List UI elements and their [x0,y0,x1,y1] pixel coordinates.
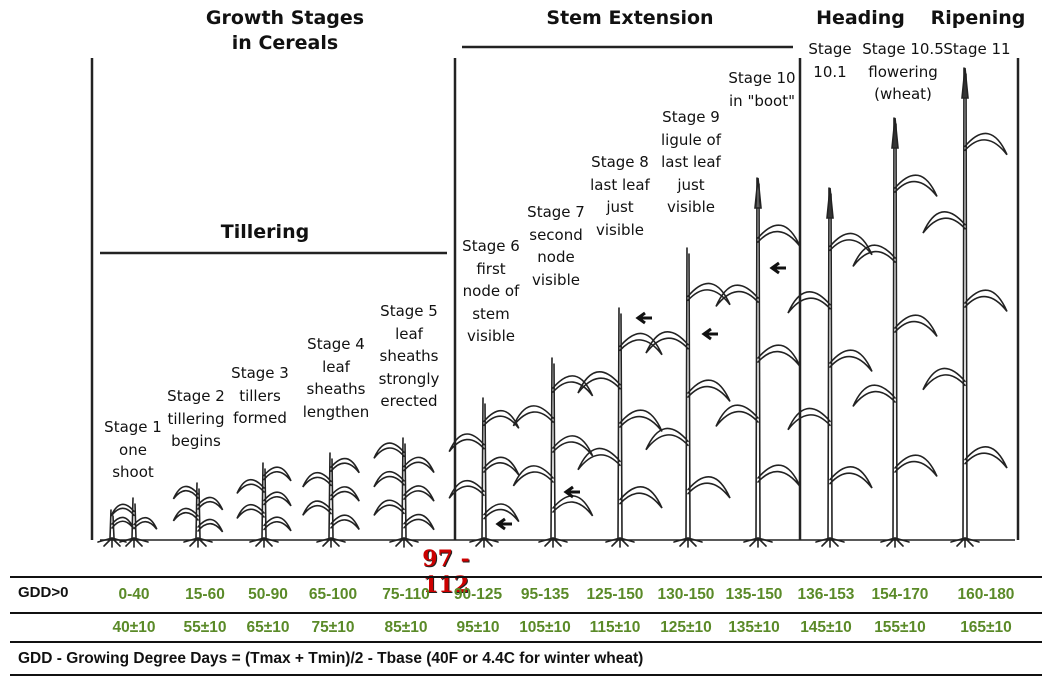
gdd-range-cell-7: 95-135 [520,586,570,603]
gdd-range-cell-1: 0-40 [118,586,150,603]
plant-drawing [302,452,360,548]
table-middle-rule [10,612,1042,614]
gdd-mean-cell-3: 65±10 [246,619,290,636]
header-tillering: Tillering [220,221,310,243]
gdd-range-cell-3: 50-90 [248,586,288,603]
gdd-range-cell-6: 90-125 [453,586,503,603]
stage-10-1-label: Stage 10.1 [808,40,852,81]
gdd-range-cell-8: 125-150 [586,586,644,603]
gdd-mean-cell-1: 40±10 [112,619,156,636]
stage-2-label: Stage 2 tillering begins [167,387,225,450]
gdd-mean-cell-9: 125±10 [660,619,712,636]
gdd-range-cell-12: 154-170 [871,586,929,603]
plant-drawing [97,509,135,548]
plant-drawing [236,462,292,548]
node-arrow [495,517,512,531]
stage-9-label: Stage 9 ligule of last leaf just visible [661,108,721,216]
gdd-mean-cell-8: 115±10 [589,619,641,636]
gdd-mean-cell-12: 155±10 [874,619,926,636]
stage-6-label: Stage 6 first node of stem visible [462,237,520,345]
stage-11-label: Stage 11 [943,40,1011,58]
gdd-mean-cell-5: 85±10 [384,619,428,636]
gdd-range-cell-2: 15-60 [185,586,225,603]
plant-drawing [645,247,731,548]
stage-10-label: Stage 10 in "boot" [728,69,796,110]
stage-1-label: Stage 1 one shoot [104,418,162,481]
stage-8-label: Stage 8 last leaf just visible [590,153,650,239]
gdd-row-label: GDD>0 [18,584,69,601]
gdd-mean-cell-13: 165±10 [960,619,1012,636]
gdd-mean-cell-11: 145±10 [800,619,852,636]
header-stem-extension: Stem Extension [546,7,714,29]
table-top-rule [10,576,1042,578]
gdd-range-cell-11: 136-153 [797,586,855,603]
gdd-mean-cell-2: 55±10 [183,619,227,636]
gdd-mean-cell-10: 135±10 [728,619,780,636]
gdd-range-cell-13: 160-180 [957,586,1015,603]
gdd-range-cell-9: 130-150 [657,586,715,603]
plant-drawing [922,67,1008,548]
node-arrow [563,485,580,499]
plant-drawing [715,177,801,548]
table-bottom-rule [10,674,1042,676]
gdd-mean-cell-4: 75±10 [311,619,355,636]
stage-10-5-label: Stage 10.5 flowering (wheat) [862,40,944,103]
table-lower-rule [10,641,1042,643]
gdd-mean-cell-7: 105±10 [519,619,571,636]
node-arrow [635,311,652,325]
gdd-footnote: GDD - Growing Degree Days = (Tmax + Tmin… [18,650,644,667]
plant-drawing [512,357,594,548]
node-arrow [769,261,786,275]
plant-drawing [577,307,663,548]
growth-stage-illustration [90,45,1020,548]
plant-drawing [787,187,873,548]
gdd-range-cell-4: 65-100 [308,586,358,603]
plant-drawing [110,497,158,548]
node-arrow [701,327,718,341]
plant-drawing [852,117,938,548]
header-ripening: Ripening [930,7,1026,29]
stage-3-label: Stage 3 tillers formed [231,364,289,427]
stage-5-label: Stage 5 leaf sheaths strongly erected [378,302,440,410]
header-heading: Heading [816,7,905,29]
header-growth-stages: Growth Stages in Cereals [205,7,365,54]
gdd-range-cell-5: 75-110 [382,586,430,603]
gdd-mean-cell-6: 95±10 [456,619,500,636]
gdd-range-cell-10: 135-150 [725,586,783,603]
stage-7-label: Stage 7 second node visible [527,203,585,289]
stage-4-label: Stage 4 leaf sheaths lengthen [302,335,370,421]
plant-drawing [172,482,224,548]
plant-drawing [373,437,435,548]
